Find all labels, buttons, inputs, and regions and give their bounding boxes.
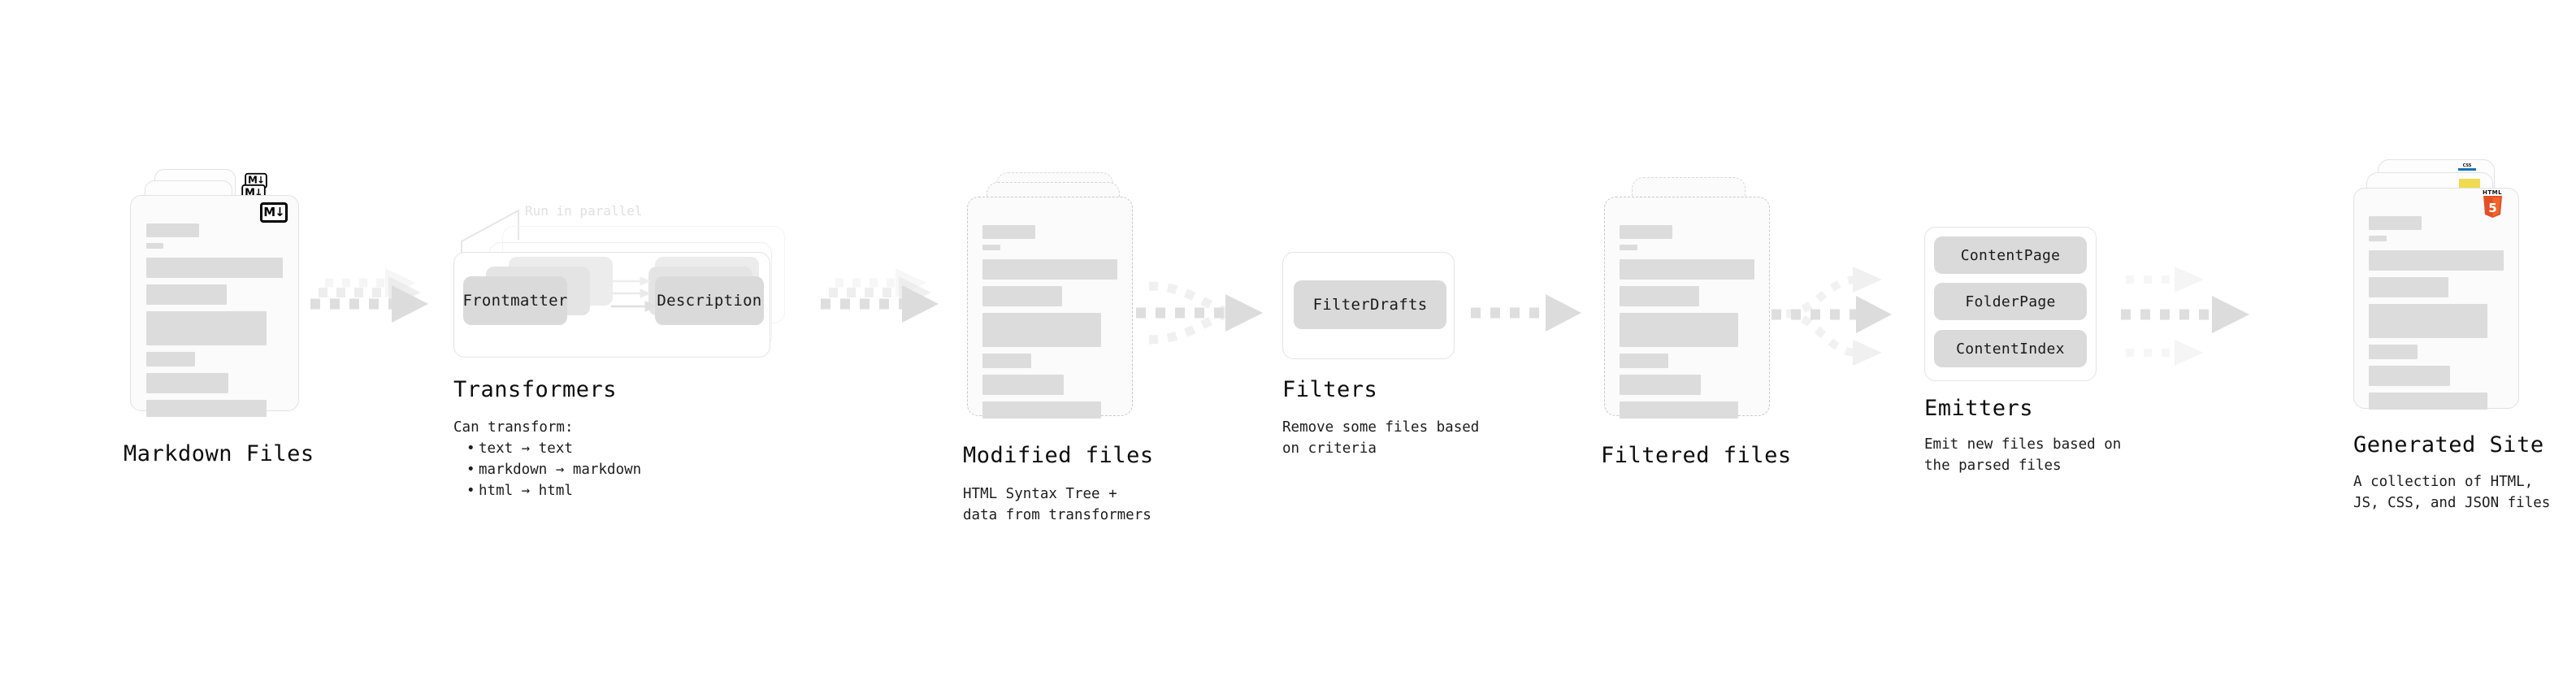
transformers-subtitle: Can transform: [453,419,574,436]
stage-filters: FilterDrafts Filters Remove some files b… [1251,0,1593,681]
modified-files-subtitle: HTML Syntax Tree + data from transformer… [963,486,1151,523]
stage-title-generated-site: Generated Site [2353,432,2544,458]
card-content-lines [145,223,284,417]
card-content-lines [982,225,1117,419]
list-item: html → html [466,480,641,501]
transformers-bullet-list: text → text markdown → markdown html → h… [465,438,641,501]
connector-modified-to-filters [1136,281,1263,345]
transformers-parallel-note: Run in parallel [525,203,643,219]
transformers-node-frontmatter[interactable]: Frontmatter [462,276,567,325]
transformers-inner-arrows [611,276,658,312]
css-icon-label: CSS [2462,163,2472,168]
card-content-lines [1620,225,1754,419]
connector-md-to-transformers [310,268,428,323]
stage-emitters: ContentPage FolderPage ContentIndex Emit… [1893,0,2235,681]
filters-node-filterdrafts[interactable]: FilterDrafts [1294,280,1446,329]
stage-title-markdown-files: Markdown Files [124,441,314,466]
stage-transformers: Run in parallel Frontmatter [431,0,837,681]
markdown-card-front [130,195,299,417]
js-icon [2459,179,2480,190]
filtered-card-front [1604,197,1770,419]
emitters-subtitle: Emit new files based on the parsed files [1924,436,2122,474]
stage-markdown-files: M↓ M↓ M↓ Markdown Files [0,0,325,681]
site-card-front [2353,188,2519,410]
list-item: text → text [466,438,641,459]
list-item: markdown → markdown [466,459,641,480]
stage-generated-site: CSS HTML 5 [2218,0,2576,681]
transformers-node-description[interactable]: Description [655,276,764,325]
stage-title-transformers: Transformers [453,377,618,402]
markdown-icon: M↓ [260,202,288,223]
connector-filtered-to-emitters [1772,267,1892,366]
generated-site-subtitle: A collection of HTML, JS, CSS, and JSON … [2353,474,2551,511]
filters-subtitle: Remove some files based on criteria [1282,419,1480,457]
emitters-node-contentindex[interactable]: ContentIndex [1934,330,2087,367]
emitters-node-folderpage[interactable]: FolderPage [1934,283,2087,320]
svg-text:5: 5 [2488,201,2496,215]
stage-title-modified-files: Modified files [963,443,1154,468]
stage-title-filters: Filters [1282,377,1378,402]
stage-modified-files: Modified files HTML Syntax Tree + data f… [935,0,1276,681]
connector-transformers-to-modified [821,268,939,323]
connector-emitters-to-site [2121,267,2249,366]
html5-icon-shield: 5 [2482,196,2504,219]
connector-filters-to-filtered [1471,294,1581,332]
stage-filtered-files: Filtered files [1568,0,1910,681]
stage-title-filtered-files: Filtered files [1601,443,1792,468]
card-content-lines [2369,216,2504,410]
modified-card-front [967,197,1133,419]
html5-icon: HTML 5 [2480,189,2504,219]
css-icon-bar [2458,168,2476,171]
stage-title-emitters: Emitters [1924,396,2034,421]
css-icon: CSS [2457,164,2477,172]
emitters-node-contentpage[interactable]: ContentPage [1934,236,2087,274]
html5-icon-label: HTML [2482,189,2503,196]
